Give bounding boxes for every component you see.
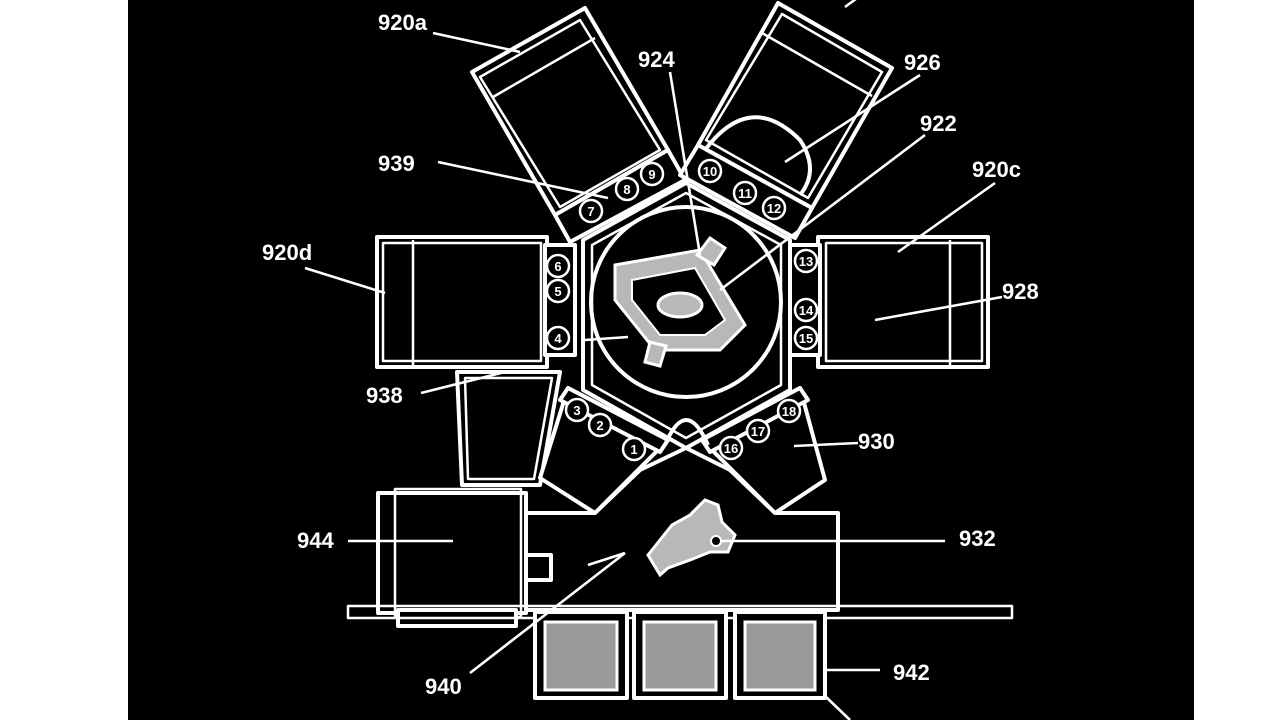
chamber-dome-926 [703,115,812,197]
slot-marker-6: 6 [545,253,571,279]
label-920d: 920d [262,240,312,265]
label-939: 939 [378,151,415,176]
slot-marker-2: 2 [587,412,613,438]
svg-text:9: 9 [648,167,655,182]
label-932: 932 [959,526,996,551]
slot-marker-8: 8 [614,176,640,202]
center-notch [663,418,710,446]
label-930: 930 [858,429,895,454]
svg-text:1: 1 [630,442,637,457]
slot-marker-17: 17 [745,418,771,444]
slot-marker-1: 1 [621,436,647,462]
slot-marker-11: 11 [732,180,758,206]
slot-marker-4: 4 [545,325,571,351]
rotation-circle [589,205,783,399]
label-924: 924 [638,47,675,72]
label-940: 940 [425,674,462,699]
slot-markers: 1 2 3 4 5 6 7 8 9 10 11 12 13 14 15 16 1… [545,158,819,462]
svg-text:8: 8 [623,182,630,197]
svg-text:18: 18 [782,404,796,419]
label-920c: 920c [972,157,1021,182]
svg-text:4: 4 [554,331,562,346]
leader-lines [304,0,1003,720]
svg-text:14: 14 [799,303,814,318]
slot-marker-15: 15 [793,325,819,351]
process-chamber-920d [375,235,577,369]
svg-text:3: 3 [573,403,580,418]
label-920a: 920a [378,10,428,35]
svg-text:7: 7 [587,204,594,219]
reference-labels: 920a 924 926 922 920c 939 920d 928 938 9… [261,9,1039,700]
slot-marker-14: 14 [793,297,819,323]
chamber-938 [455,370,562,487]
chamber-944 [376,487,528,628]
svg-text:10: 10 [703,164,717,179]
svg-text:13: 13 [799,254,813,269]
label-938: 938 [366,383,403,408]
label-922: 922 [920,111,957,136]
slot-marker-16: 16 [718,435,744,461]
slot-marker-10: 10 [697,158,723,184]
svg-text:5: 5 [554,284,561,299]
svg-text:15: 15 [799,331,813,346]
slot-marker-18: 18 [776,398,802,424]
svg-text:6: 6 [554,259,561,274]
svg-text:16: 16 [724,441,738,456]
svg-text:2: 2 [596,418,603,433]
slot-marker-9: 9 [639,161,665,187]
central-transfer-chamber [581,181,792,450]
svg-text:17: 17 [751,424,765,439]
label-926: 926 [904,50,941,75]
svg-text:11: 11 [738,186,752,201]
slot-marker-3: 3 [564,397,590,423]
slot-marker-12: 12 [761,195,787,221]
slot-marker-5: 5 [545,278,571,304]
label-928: 928 [1002,279,1039,304]
svg-text:12: 12 [767,201,781,216]
process-chamber-920c [788,235,990,369]
label-942: 942 [893,660,930,685]
robot-arm [613,235,747,368]
label-944: 944 [297,528,334,553]
slot-marker-13: 13 [793,248,819,274]
atmospheric-robot [646,498,737,578]
slot-marker-7: 7 [578,198,604,224]
load-ports [533,610,827,700]
